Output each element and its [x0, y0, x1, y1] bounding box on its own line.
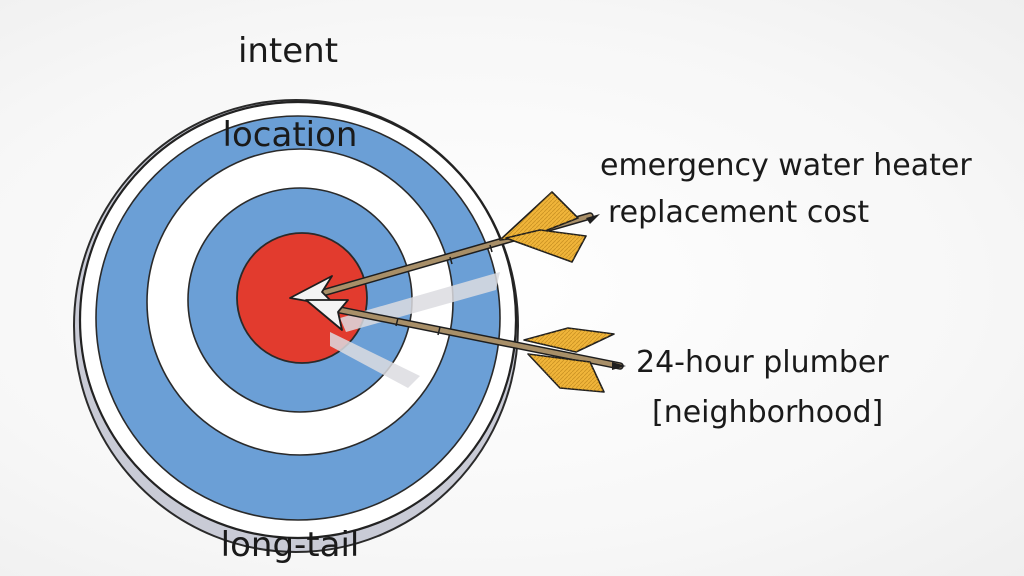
arrow-upper — [289, 191, 600, 307]
arrow-lower — [305, 299, 626, 393]
arrow-upper-label-line2: replacement cost — [608, 195, 869, 230]
arrow-lower-label-line2: [neighborhood] — [652, 395, 883, 430]
arrow-lower-head — [305, 299, 349, 331]
arrow-lower-label-line1: 24-hour plumber — [636, 345, 889, 380]
arrow-upper-label-line1: emergency water heater — [600, 148, 972, 183]
target-board — [73, 99, 519, 553]
label-long-tail: long-tail — [221, 525, 360, 565]
label-intent: intent — [238, 31, 338, 71]
label-location: location — [223, 115, 358, 155]
